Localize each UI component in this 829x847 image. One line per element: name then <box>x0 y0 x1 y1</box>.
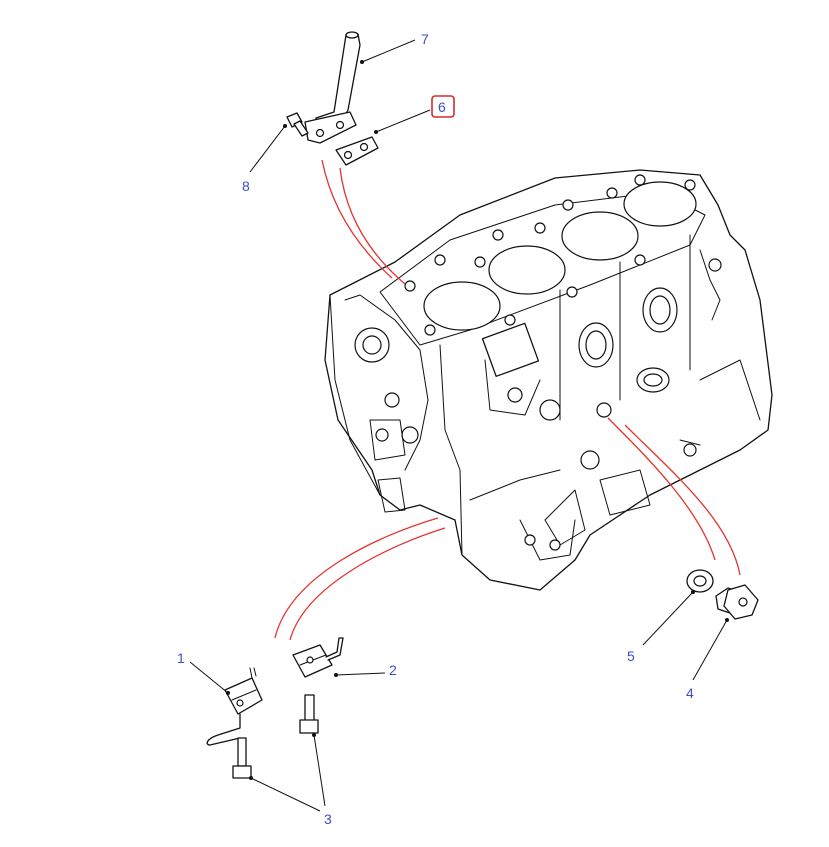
callout-label-2: 2 <box>389 662 397 678</box>
callout-5[interactable]: 5 <box>627 648 635 664</box>
callout-4[interactable]: 4 <box>686 685 694 701</box>
callout-2[interactable]: 2 <box>389 662 397 678</box>
callout-highlight-box <box>431 95 455 118</box>
gasket-part-6[interactable] <box>335 136 379 166</box>
piston-cooling-jet-part-1[interactable] <box>206 667 263 746</box>
callout-label-4: 4 <box>686 685 694 701</box>
piston-cooling-jet-part-2[interactable] <box>292 637 344 678</box>
callout-6[interactable]: 6 <box>431 95 455 118</box>
callout-label-3: 3 <box>324 811 332 827</box>
callout-label-7: 7 <box>421 31 429 47</box>
callout-label-6: 6 <box>438 99 446 115</box>
leader-lines <box>189 39 729 812</box>
callout-7[interactable]: 7 <box>421 31 429 47</box>
bolt-part-3a[interactable] <box>232 737 252 779</box>
callout-label-5: 5 <box>627 648 635 664</box>
callout-8[interactable]: 8 <box>242 178 250 194</box>
callout-3[interactable]: 3 <box>324 811 332 827</box>
plug-bolt-part-4[interactable] <box>715 584 759 620</box>
bolt-part-3b[interactable] <box>299 694 319 734</box>
assembly-guide-lines <box>274 159 741 641</box>
sealing-washer-part-5[interactable] <box>686 569 714 593</box>
callout-1[interactable]: 1 <box>177 650 185 666</box>
bolt-part-8[interactable] <box>286 112 309 137</box>
oil-pipe-part-7[interactable] <box>304 31 361 144</box>
deck-bolt-holes <box>404 174 696 336</box>
callout-label-1: 1 <box>177 650 185 666</box>
engine-block <box>324 169 773 591</box>
callout-label-8: 8 <box>242 178 250 194</box>
